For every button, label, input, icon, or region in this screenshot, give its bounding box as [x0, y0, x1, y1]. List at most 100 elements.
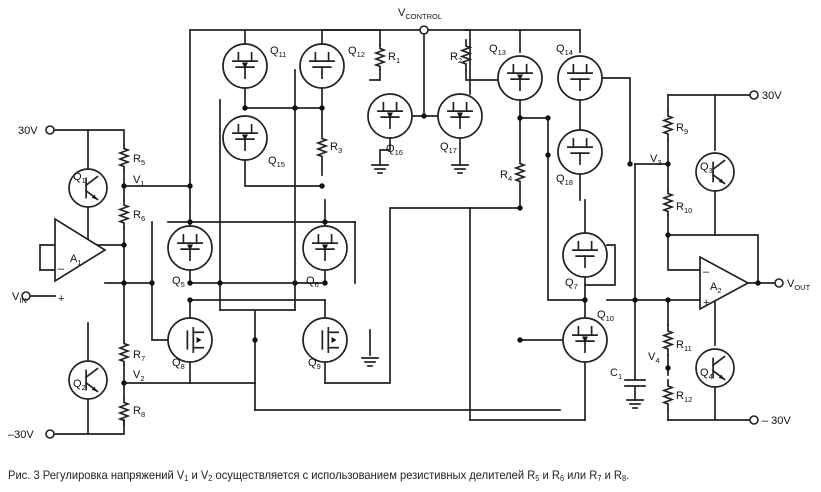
label-v3: V3	[650, 153, 662, 167]
ground-q17	[451, 164, 469, 174]
terminal-neg30v-right	[749, 415, 759, 425]
resistor-r8	[117, 397, 131, 426]
resistor-r6	[117, 199, 131, 229]
label-vout: VOUT	[787, 278, 811, 292]
terminal-vin	[21, 291, 31, 301]
caption-text-5: или R	[564, 468, 598, 482]
transistor-q6	[302, 225, 348, 271]
caption-sub-4: 6	[559, 474, 565, 483]
transistor-q10	[562, 317, 608, 363]
transistor-q14	[557, 55, 603, 101]
resistor-r2	[459, 39, 473, 71]
label-r11: R11	[676, 339, 692, 353]
label-v1: V1	[133, 174, 145, 188]
transistor-q17	[437, 93, 483, 139]
caption-text-2: и V	[188, 468, 209, 482]
figure-caption: Рис. 3 Регулировка напряжений V1 и V2 ос…	[8, 468, 630, 483]
label-a1: A1	[70, 253, 82, 267]
transistor-q15	[222, 115, 268, 161]
transistor-q12	[299, 43, 345, 89]
label-a2: A2	[710, 281, 722, 295]
label-a2-plus: +	[703, 297, 709, 309]
label-r7: R7	[133, 349, 145, 363]
resistor-r1	[373, 44, 387, 71]
label-r2: R2	[450, 51, 462, 65]
label-q10: Q10	[597, 309, 614, 323]
label-q16: Q16	[386, 143, 403, 157]
label-30v-right: 30V	[762, 90, 782, 102]
ground-q16	[371, 164, 389, 174]
label-c1: C1	[610, 367, 622, 381]
resistor-r11	[661, 324, 675, 356]
label-r4: R4	[500, 169, 512, 183]
ground-c1	[626, 399, 644, 409]
transistor-q1	[68, 168, 108, 208]
transistor-q16	[367, 93, 413, 139]
transistor-q18	[557, 129, 603, 175]
label-q7: Q7	[565, 277, 578, 291]
label-q1: Q1	[73, 171, 86, 185]
label-30v-left: 30V	[18, 125, 38, 137]
transistor-q7	[562, 232, 608, 278]
resistor-r5	[117, 144, 131, 171]
label-r1: R1	[388, 51, 400, 65]
terminal-30v-right	[749, 90, 759, 100]
label-q18: Q18	[556, 173, 573, 187]
caption-text-6: и R	[601, 468, 622, 482]
junction-dots	[121, 105, 761, 386]
transistor-q4	[695, 348, 735, 388]
label-a2-minus: –	[703, 266, 710, 278]
terminal-neg30v-left	[45, 429, 55, 439]
components	[21, 25, 784, 439]
label-q3: Q3	[700, 161, 713, 175]
label-r12: R12	[676, 390, 692, 404]
label-r3: R3	[330, 141, 342, 155]
transistor-q8	[167, 317, 213, 363]
label-neg30v-left: –30V	[8, 429, 34, 441]
label-a1-plus: +	[58, 293, 64, 305]
transistor-q3	[695, 152, 735, 192]
label-q15: Q15	[268, 155, 285, 169]
caption-sub-5: 7	[597, 474, 602, 483]
transistor-q9	[302, 317, 348, 363]
label-v4: V4	[648, 351, 660, 365]
caption-text-3: осуществляется с использованием резистив…	[212, 468, 536, 482]
resistor-r7	[117, 339, 131, 366]
label-r8: R8	[133, 405, 145, 419]
label-q2: Q2	[73, 378, 86, 392]
resistor-r3	[315, 119, 329, 176]
resistor-r12	[661, 379, 675, 411]
caption-sub-1: 1	[184, 474, 189, 483]
label-q5: Q5	[172, 275, 185, 289]
label-vcontrol: VCONTROL	[398, 7, 442, 21]
caption-text-7: .	[626, 468, 630, 482]
terminal-30v-left	[45, 125, 55, 135]
resistor-r4	[513, 149, 527, 196]
label-vin: VIN	[12, 291, 27, 305]
label-r10: R10	[676, 201, 692, 215]
caption-sub-3: 5	[535, 474, 540, 483]
transistor-q2	[68, 360, 108, 400]
label-q14: Q14	[556, 43, 573, 57]
label-r5: R5	[133, 153, 145, 167]
opamp-a1	[54, 217, 107, 283]
label-q13: Q13	[489, 43, 506, 57]
label-r6: R6	[133, 209, 145, 223]
label-v2: V2	[133, 369, 145, 383]
label-q6: Q6	[306, 275, 319, 289]
transistor-q13	[497, 55, 543, 101]
caption-text-1: Рис. 3 Регулировка напряжений V	[8, 468, 185, 482]
ground-q9	[361, 357, 379, 367]
label-a1-minus: –	[58, 263, 65, 275]
terminal-vcontrol	[419, 25, 429, 35]
label-q9: Q9	[308, 357, 321, 371]
opamp-a2	[699, 255, 750, 311]
label-q12: Q12	[348, 45, 365, 59]
label-neg30v-right: – 30V	[762, 415, 791, 427]
label-q11: Q11	[270, 45, 286, 59]
transistor-q11	[222, 43, 268, 89]
label-r9: R9	[676, 122, 688, 136]
resistor-r10	[661, 189, 675, 216]
